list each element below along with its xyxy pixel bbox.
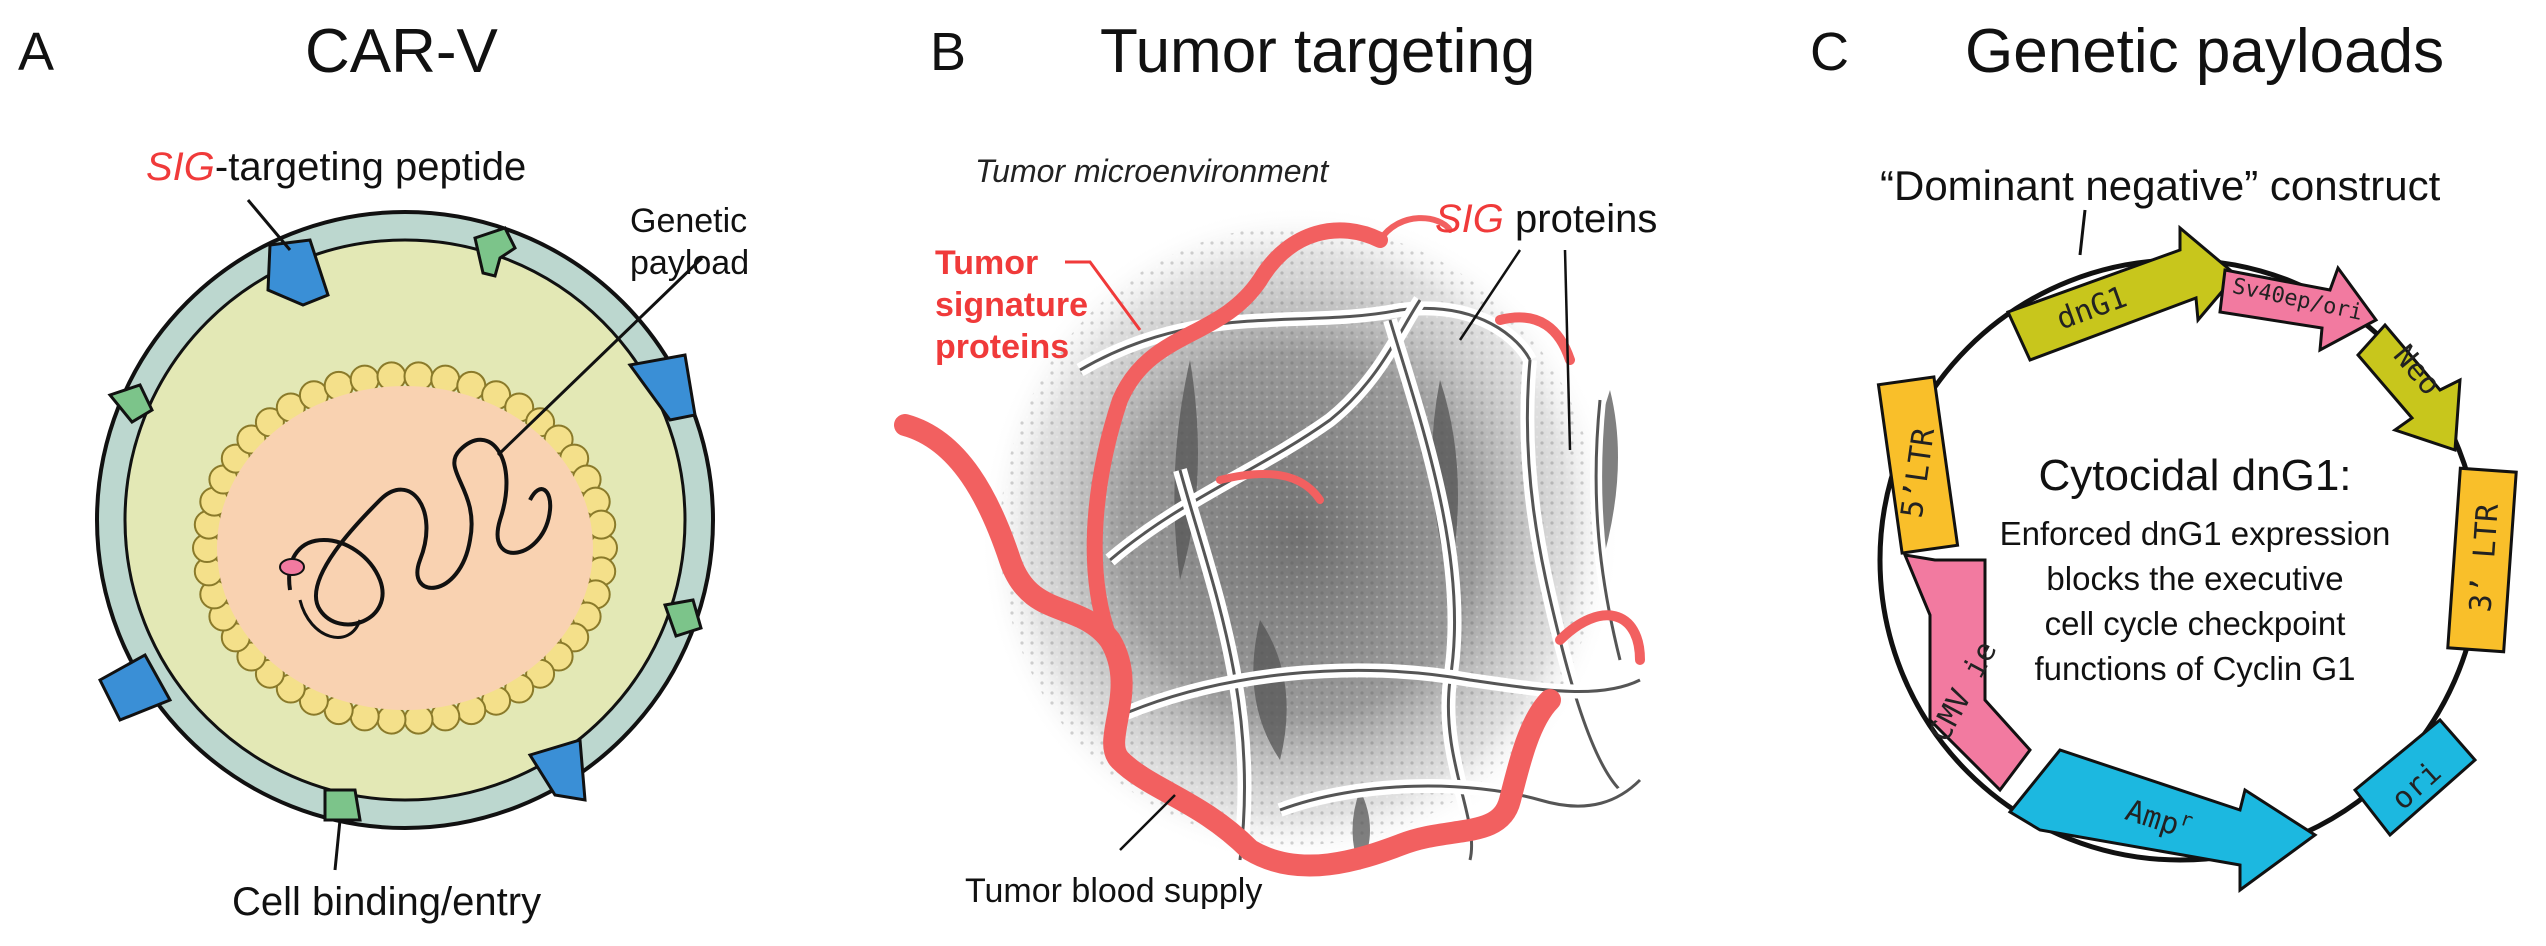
peptide-blue-1 <box>266 238 330 307</box>
sig-proteins-label: SIG proteins <box>1435 197 1657 241</box>
blood-supply-label: Tumor blood supply <box>965 872 1262 910</box>
peptide-green-4 <box>323 788 362 822</box>
sig-protein-fibers <box>1076 296 1645 862</box>
payload-label-2: payload <box>630 244 749 282</box>
center-title: Cytocidal dnG1: <box>2038 451 2351 500</box>
peptide-green-3 <box>662 598 703 638</box>
sig-leader-1 <box>1458 249 1522 341</box>
segment-sv40: Sv40ep/ori <box>2218 264 2379 353</box>
panel-a: A CAR-V SIG-targeting peptide Genetic <box>18 17 749 924</box>
tsp-label-1: Tumor <box>935 244 1038 282</box>
segment-cmv: CMV ie <box>1902 553 2032 793</box>
sig-leader-2 <box>1563 249 1572 451</box>
center-line-2: blocks the executive <box>2046 560 2343 597</box>
peptide-green-2 <box>107 383 154 424</box>
tsp-label-2: signature <box>935 286 1088 324</box>
peptide-label: SIG-targeting peptide <box>146 145 526 189</box>
panel-a-title: CAR-V <box>305 17 499 86</box>
genome-strand <box>287 437 553 627</box>
payload-label-1: Genetic <box>630 202 747 240</box>
center-line-3: cell cycle checkpoint <box>2045 605 2346 642</box>
plasmid-segments: dnG1 Sv40ep/ori Neo 3’ LTR ori <box>1876 224 2518 893</box>
panel-b-title: Tumor targeting <box>1100 17 1535 86</box>
peptide-green-1 <box>473 226 517 278</box>
segment-ori: ori <box>2352 717 2478 838</box>
segment-3ltr-label: 3’ LTR <box>2463 502 2506 613</box>
peptide-blue-3 <box>98 652 173 722</box>
genome-marker <box>279 558 305 576</box>
viral-core <box>217 386 593 710</box>
segment-5ltr: 5’LTR <box>1876 375 1960 555</box>
panel-b: B Tumor targeting <box>894 17 1657 910</box>
construct-leader <box>2078 209 2087 256</box>
genome-tail <box>298 599 362 639</box>
tsp-label-3: proteins <box>935 328 1069 366</box>
blood-supply-leader <box>1119 794 1176 851</box>
panel-c-letter: C <box>1810 22 1849 82</box>
panel-b-letter: B <box>930 22 966 82</box>
center-line-4: functions of Cyclin G1 <box>2035 650 2356 687</box>
peptide-blue-4 <box>527 738 587 802</box>
center-line-1: Enforced dnG1 expression <box>2000 515 2391 552</box>
microenvironment-label: Tumor microenvironment <box>975 153 1329 189</box>
segment-3ltr: 3’ LTR <box>2446 466 2518 654</box>
payload-leader <box>496 256 704 457</box>
panel-a-letter: A <box>18 22 54 82</box>
tsp-leader <box>1065 260 1142 331</box>
entry-label: Cell binding/entry <box>232 880 541 924</box>
construct-label: “Dominant negative” construct <box>1880 162 2441 209</box>
segment-neo: Neo <box>2356 322 2462 453</box>
surface-peptides <box>98 226 703 822</box>
entry-leader <box>333 819 342 871</box>
segment-amp: Ampr <box>2007 748 2318 893</box>
peptide-blue-2 <box>627 353 697 422</box>
peptide-leader <box>246 199 292 251</box>
panel-c: C Genetic payloads “Dominant negative” c… <box>1810 17 2518 893</box>
panel-c-title: Genetic payloads <box>1965 17 2444 86</box>
